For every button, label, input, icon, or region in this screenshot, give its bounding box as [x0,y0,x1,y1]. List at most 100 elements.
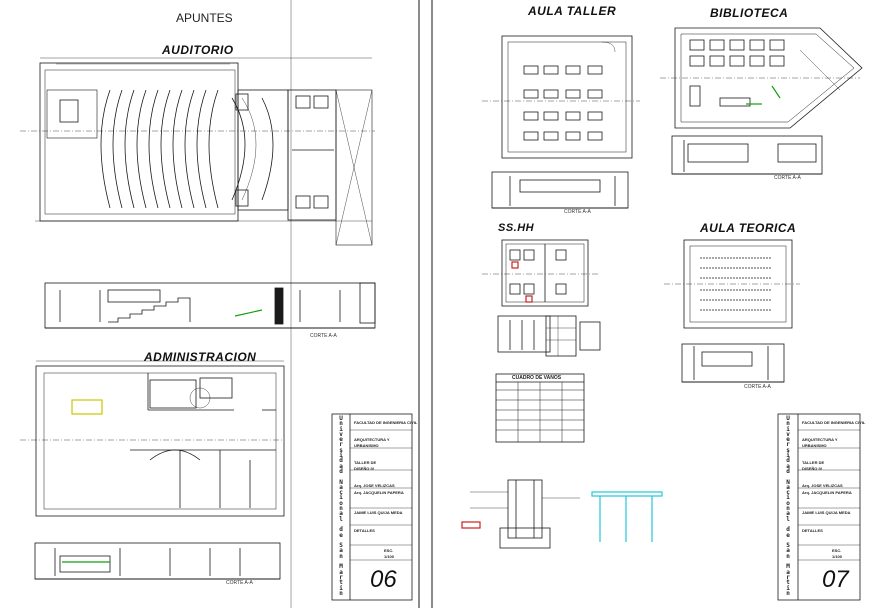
biblioteca-title: BIBLIOTECA [710,6,789,20]
title-block-row: 1/100 [384,554,395,559]
aula-teorica-title: AULA TEORICA [700,221,797,235]
auditorio-title: AUDITORIO [162,43,234,57]
university-letter: S [339,542,343,550]
sshh-section [497,315,601,357]
sshh-plan [482,239,600,307]
university-letter: d [339,467,343,475]
title-block-row: Arq. JACQUELIN PAPERA [802,490,852,495]
university-letter: i [339,452,343,460]
university-letter: r [339,441,343,449]
university-letter: n [786,505,790,513]
university-letter: N [786,478,790,486]
cuadro-de-vanos-title: CUADRO DE VANOS [512,375,562,381]
university-letter: s [339,446,343,454]
title-block-left [331,413,413,601]
university-letter: d [786,467,790,475]
sheet-number-left: 06 [370,566,397,593]
corte-auditorio-label: CORTE A-A [310,333,337,339]
university-letter: M [786,563,790,571]
university-letter: e [786,531,790,539]
administracion-title: ADMINISTRACION [144,350,257,364]
university-letter: o [339,499,343,507]
university-letter: d [786,457,790,465]
university-letter: a [786,547,790,555]
title-block-row: URBANISMO [354,443,379,448]
auditorio-section [44,282,376,329]
university-letter: i [786,452,790,460]
university-letter: t [786,579,790,587]
university-letter: r [786,441,790,449]
title-block-row: FACULTAD DE INGENIERIA CIVIL [802,420,866,425]
corte-admin-label: CORTE A-A [226,580,253,586]
university-letter: a [339,510,343,518]
administracion-plan [20,360,285,517]
sheet-number-right: 07 [822,566,849,593]
university-letter: n [339,589,343,597]
corte-biblioteca-label: CORTE A-A [774,175,801,181]
university-letter: r [339,573,343,581]
title-block-row: ARQUITECTURA Y [354,437,390,442]
university-letter: l [339,515,343,523]
university-letter: i [786,584,790,592]
university-letter: n [339,505,343,513]
title-block-row: JAIME LUIS QUIJA MEDA [802,510,851,515]
auditorio-plan [20,57,375,246]
university-letter: s [786,446,790,454]
title-block-row: DISEÑO IV [354,466,375,471]
sshh-title: SS.HH [498,222,535,234]
corte-taller-label: CORTE A-A [564,209,591,215]
university-letter: a [339,547,343,555]
university-letter: i [339,494,343,502]
title-block-row: JAIME LUIS QUIJA MEDA [354,510,403,515]
university-letter: a [339,568,343,576]
title-block-row: TALLER DE [802,460,825,465]
title-block-row: TALLER DE [354,460,377,465]
title-block-row: Arq. JOSE VELIZCAS [802,483,843,488]
university-letter: o [786,499,790,507]
university-letter: S [786,542,790,550]
apuntes-label: APUNTES [176,11,233,25]
university-letter: e [786,436,790,444]
title-block-row: Arq. JACQUELIN PAPERA [354,490,404,495]
university-letter: t [339,579,343,587]
university-letter: e [339,436,343,444]
title-block-row: Arq. JOSE VELIZCAS [354,483,395,488]
cuadro-de-vanos-table [495,373,585,443]
title-block-row: 1/100 [832,554,843,559]
aula-taller-title: AULA TALLER [528,4,617,18]
university-letter: a [339,483,343,491]
university-letter: n [339,552,343,560]
title-block-row: ESC. [384,548,394,553]
accent-marks [62,85,781,563]
university-letter: v [339,430,343,438]
university-letter: n [339,420,343,428]
title-block-row: URBANISMO [802,443,827,448]
biblioteca-section [671,135,823,175]
university-letter: a [786,483,790,491]
university-letter: d [339,457,343,465]
construction-detail [470,479,580,549]
university-letter: U [339,415,343,422]
university-letter: r [786,573,790,581]
university-letter: a [786,462,790,470]
university-letter: n [786,552,790,560]
aula-taller-plan [482,35,640,159]
university-letter: d [786,526,790,534]
university-letter: a [339,462,343,470]
university-letter: i [786,425,790,433]
title-block-row: ARQUITECTURA Y [802,437,838,442]
university-letter: a [786,510,790,518]
university-letter: a [786,568,790,576]
university-letter: l [786,515,790,523]
university-letter: M [339,563,343,571]
aula-teorica-plan [664,239,800,329]
university-letter: i [339,425,343,433]
title-block-row: DETALLES [802,528,823,533]
university-letter: U [786,415,790,422]
title-block-row: DISEÑO IV [802,466,823,471]
university-letter: c [339,489,343,497]
university-letter: i [339,584,343,592]
university-letter: d [339,526,343,534]
